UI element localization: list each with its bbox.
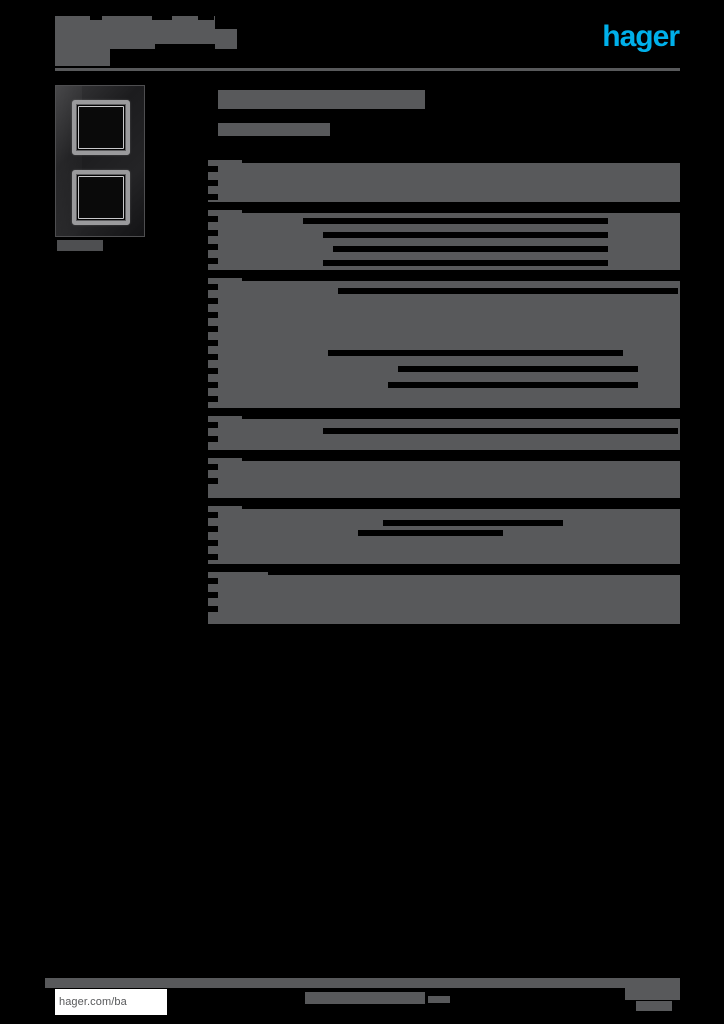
table-row-label-tick <box>208 298 218 304</box>
product-image-caption <box>57 240 103 251</box>
table-cell-value <box>388 382 638 388</box>
product-aperture-top-inner <box>78 106 124 149</box>
table-row-gap <box>208 498 680 506</box>
footer-divider <box>45 978 680 988</box>
table-row-label-tick <box>208 216 218 222</box>
masthead-notch-a <box>90 14 102 20</box>
table-row-label-notch <box>242 160 680 163</box>
product-aperture-bottom <box>72 170 130 225</box>
table-row-label-tick <box>208 194 218 200</box>
masthead-notch-d <box>155 44 215 50</box>
table-row-label-notch <box>242 458 680 461</box>
table-row-label-tick <box>208 166 218 172</box>
table-cell-value <box>338 288 678 294</box>
table-cell-value <box>398 366 638 372</box>
table-row-label-tick <box>208 554 218 560</box>
footer-center-text <box>305 992 425 1004</box>
table-row-label-tick <box>208 578 218 584</box>
footer-center-text-2 <box>428 996 450 1003</box>
table-row-label-tick <box>208 382 218 388</box>
product-aperture-top <box>72 100 130 155</box>
table-row-label-tick <box>208 340 218 346</box>
footer-doc-code <box>636 1001 672 1011</box>
table-cell-value <box>323 260 608 266</box>
page-subtitle <box>218 123 330 136</box>
table-row-gap <box>208 270 680 278</box>
table-row <box>208 210 680 270</box>
table-row <box>208 160 680 202</box>
table-cell-value <box>323 428 678 434</box>
table-row-label-tick <box>208 526 218 532</box>
spec-table <box>208 160 680 624</box>
table-row-label-notch <box>242 278 680 281</box>
table-cell-value <box>323 232 608 238</box>
hager-logo: hager <box>602 20 680 53</box>
table-row-label-tick <box>208 180 218 186</box>
table-row-label-tick <box>208 464 218 470</box>
table-row-label-notch <box>242 416 680 419</box>
product-image <box>55 85 145 237</box>
table-row-label-tick <box>208 312 218 318</box>
table-cell-value <box>383 520 563 526</box>
table-row-gap <box>208 408 680 416</box>
footer-url-link[interactable]: hager.com/ba <box>55 989 167 1015</box>
table-row-label-tick <box>208 284 218 290</box>
table-row-label-tick <box>208 354 218 360</box>
table-row <box>208 572 680 624</box>
table-row-label-notch <box>242 210 680 213</box>
table-cell-value <box>303 218 608 224</box>
table-row-label-tick <box>208 606 218 612</box>
table-row-label-tick <box>208 326 218 332</box>
page-title <box>218 90 425 109</box>
product-aperture-bottom-inner <box>78 176 124 219</box>
table-row-label-tick <box>208 422 218 428</box>
table-row-gap <box>208 450 680 458</box>
table-row-label-tick <box>208 512 218 518</box>
table-row-label-notch <box>268 572 680 575</box>
table-row <box>208 506 680 564</box>
table-row-label-tick <box>208 244 218 250</box>
table-cell-value <box>328 350 623 356</box>
table-cell-value <box>333 246 608 252</box>
footer-page-number <box>625 988 680 1000</box>
masthead-notch-b <box>152 14 172 20</box>
table-row-label-tick <box>208 258 218 264</box>
product-frame-body <box>55 85 145 237</box>
table-row-label-tick <box>208 592 218 598</box>
table-row-label-tick <box>208 540 218 546</box>
table-row-label-notch <box>242 506 680 509</box>
table-row-label-tick <box>208 396 218 402</box>
table-row <box>208 278 680 408</box>
masthead-block-3 <box>55 44 110 66</box>
table-cell-value <box>358 530 503 536</box>
table-row-label-tick <box>208 368 218 374</box>
table-row-label-tick <box>208 230 218 236</box>
table-row-label-tick <box>208 436 218 442</box>
table-row-gap <box>208 202 680 210</box>
page-footer <box>0 974 724 1024</box>
page-header: hager <box>0 0 724 78</box>
table-row <box>208 416 680 450</box>
table-row <box>208 458 680 498</box>
table-row-label-tick <box>208 478 218 484</box>
masthead-notch-c <box>198 14 214 20</box>
table-row-gap <box>208 564 680 572</box>
header-divider <box>55 68 680 71</box>
